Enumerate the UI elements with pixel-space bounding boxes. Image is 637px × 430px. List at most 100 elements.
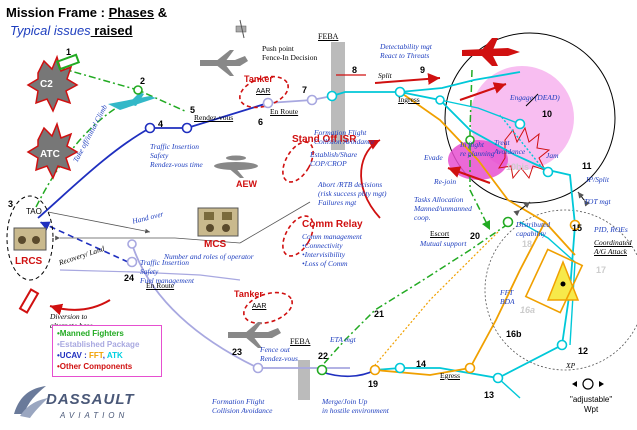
note-formation-1: Formation Flight Collision Avoidance — [314, 128, 375, 146]
lrcs-label: LRCS — [15, 256, 43, 267]
adjustable-waypoint-icon — [572, 378, 604, 390]
wp-1: 1 — [66, 47, 72, 57]
enroute-label-2: En Route — [146, 281, 175, 290]
totmgt-label: TOT mgt — [584, 197, 611, 206]
wp-18: 18 — [522, 239, 533, 249]
handover-line — [239, 201, 311, 244]
note-pid: PID, ROEs — [594, 225, 628, 234]
wp-2: 2 — [140, 76, 146, 86]
tanker-aircraft-1 — [200, 50, 248, 76]
manned-route-2 — [35, 99, 131, 208]
wp-3: 3 — [8, 199, 14, 209]
atk-treat — [439, 99, 521, 125]
aew-label: AEW — [236, 179, 257, 189]
jam-burst-icon — [498, 126, 551, 180]
note-detectability: Detectability mgt React to Threats — [380, 42, 432, 60]
wp-7: 7 — [302, 85, 308, 95]
detect-arrow — [374, 72, 441, 85]
lrcs-oval — [6, 195, 54, 281]
abort-arrow — [360, 139, 381, 219]
satellite-icon — [235, 19, 247, 39]
ucav-merge — [321, 369, 376, 378]
note-formation-2: Formation Flight Collision Avoidance — [212, 397, 273, 415]
threat-fighter — [462, 38, 520, 66]
rendezvous-label: Rendez-vous — [194, 113, 234, 122]
tanker-orbit-2 — [243, 291, 293, 325]
comm-relay-orbit — [282, 215, 314, 257]
wp-5: 5 — [190, 105, 196, 115]
wp-8: 8 — [352, 65, 358, 75]
title-prefix: Mission Frame : — [6, 5, 109, 20]
wp-21: 21 — [374, 309, 385, 319]
wp-23: 23 — [232, 347, 243, 357]
wp-6: 6 — [258, 117, 264, 127]
wp-19: 19 — [368, 379, 379, 389]
wp-20: 20 — [470, 231, 481, 241]
adjust-arrow-2 — [513, 201, 531, 217]
mcs-link — [174, 237, 241, 244]
note-traffic-2: Traffic Insertion Safety Fuel management — [140, 258, 194, 285]
legend-fft-text: FFT — [88, 351, 103, 360]
c2-star — [26, 54, 79, 113]
note-distributed: Distributed capability — [516, 220, 551, 238]
enroute-label-1: En Route — [270, 107, 299, 116]
atk-attack — [519, 221, 576, 346]
target-dot — [560, 281, 566, 287]
ingress-label: Ingress — [398, 95, 420, 104]
aviation-wordmark: AVIATION — [60, 411, 129, 420]
adjust-arrow-1 — [525, 93, 539, 107]
alternate-base — [18, 288, 40, 314]
legend-item-package: •Established Package — [57, 340, 140, 349]
note-merge: Merge/Join Up in hostile environment — [322, 397, 389, 415]
mcs-icon — [197, 207, 239, 237]
comm-relay-label: Comm Relay — [302, 219, 363, 230]
tanker-label-2: Tanker — [234, 289, 263, 299]
note-mutual: Mutual support — [420, 239, 467, 248]
wp-24: 24 — [124, 273, 135, 283]
note-treat: Treat Avoidance — [494, 138, 526, 156]
mcs-label: MCS — [204, 239, 227, 250]
feba-bar-1 — [331, 42, 345, 150]
wp-15: 15 — [572, 223, 583, 233]
runway-start-1 — [55, 53, 81, 71]
wp-14: 14 — [416, 359, 427, 369]
note-number-roles: Number and roles of operator — [164, 252, 254, 261]
dassault-wordmark: DASSAULT — [46, 391, 135, 408]
legend-item-ucav: •UCAV : FFT, ATK — [57, 350, 157, 361]
subtitle-italic: Typical issues — [10, 23, 91, 38]
escort-label: Escort — [430, 229, 450, 238]
isr-orbit — [282, 141, 314, 183]
tanker-label-1: Tanker — [244, 74, 273, 84]
wp-17: 17 — [596, 265, 607, 275]
c2-label: C2 — [40, 79, 53, 90]
wp-16a: 16a — [520, 305, 536, 315]
wp-11: 11 — [582, 161, 592, 171]
fft-route-2 — [469, 221, 546, 369]
egress-label: Egress — [440, 371, 460, 380]
legend-ucav-text: •UCAV : — [57, 351, 89, 360]
feba-label-1: FEBA — [318, 32, 339, 41]
note-establish: Establish/Share COP/CROP — [310, 150, 358, 168]
note-engage: Engage (DEAD) — [510, 93, 560, 102]
note-tasks: Tasks Allocation Manned/unmanned coop. — [414, 195, 472, 222]
wp-22: 22 — [318, 351, 329, 361]
aar-label-2: AAR — [252, 303, 267, 310]
atc-label: ATC — [40, 149, 60, 160]
tanker-aircraft-2 — [228, 322, 281, 348]
note-abort: Abort /RTB decisions (risk success pbty … — [318, 180, 387, 207]
package-route-a — [59, 269, 241, 281]
title-amp: & — [154, 5, 168, 20]
manned-route-3 — [319, 223, 509, 369]
ipsplit-label: IP/Split — [586, 175, 609, 184]
wp-9: 9 — [420, 65, 426, 75]
wp-12: 12 — [578, 346, 589, 356]
lrcs-icon — [13, 227, 47, 251]
page-subtitle: Typical issues raised — [10, 24, 133, 38]
aew-aircraft — [214, 155, 258, 178]
atc-star — [26, 121, 79, 180]
fft-route-3 — [374, 367, 471, 376]
ucav-route-takeoff — [37, 127, 151, 219]
target-zone-circle — [484, 209, 637, 371]
atk-engage — [499, 114, 549, 176]
